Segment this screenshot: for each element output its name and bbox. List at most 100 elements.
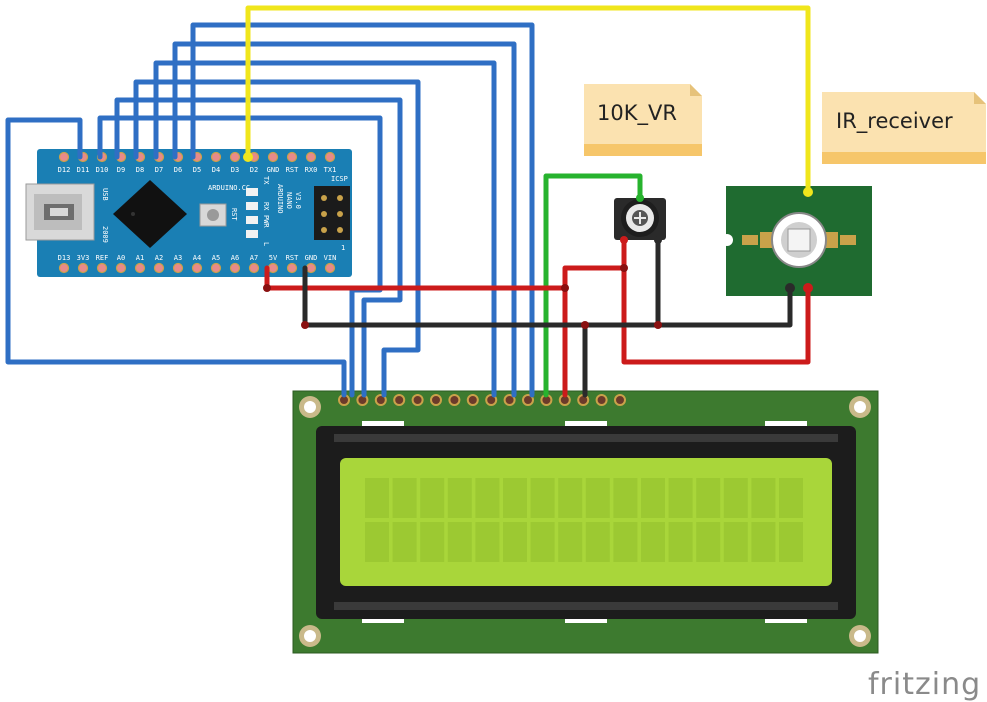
led-rx-label: RX <box>262 202 270 211</box>
lcd-char-cell <box>503 522 527 562</box>
lcd-char-cell <box>668 478 693 518</box>
nano-pin <box>77 262 89 274</box>
nano-pin-label: A4 <box>193 254 201 262</box>
pot-label-note: 10K_VR <box>584 84 702 156</box>
nano-pin <box>229 151 241 163</box>
nano-pin-label: D12 <box>58 166 71 174</box>
lcd-module <box>292 390 879 654</box>
blue-wires <box>5 22 535 398</box>
nano-pin-label: RST <box>286 166 299 174</box>
nano-pin-label: D11 <box>77 166 90 174</box>
lcd-char-cell <box>613 522 638 562</box>
nano-pin-label: RX0 <box>305 166 318 174</box>
ir-receiver-module <box>721 186 872 296</box>
nano-pin-label: D4 <box>212 166 220 174</box>
lcd-char-cell <box>723 522 748 562</box>
wires <box>5 5 813 398</box>
nano-pin-label: REF <box>96 254 109 262</box>
nano-pin <box>248 262 260 274</box>
nano-pin-label: D13 <box>58 254 71 262</box>
nano-pin-label: 5V <box>269 254 278 262</box>
usb-label: USB <box>101 188 109 201</box>
rst-label: RST <box>230 208 238 221</box>
nano-pin-label: A7 <box>250 254 258 262</box>
nano-pin <box>324 262 336 274</box>
nano-pin-label: A1 <box>136 254 144 262</box>
lcd-char-cell <box>723 478 748 518</box>
nano-pin <box>286 151 298 163</box>
nano-pin <box>286 262 298 274</box>
potentiometer <box>614 198 666 240</box>
led-pwr-label: PWR <box>262 215 270 228</box>
nano-pin <box>229 262 241 274</box>
lcd-header-pins <box>338 394 626 406</box>
lcd-pin <box>466 394 479 406</box>
lcd-pin <box>595 394 608 406</box>
nano-pin-label: D8 <box>136 166 144 174</box>
nano-pin-label: D3 <box>231 166 239 174</box>
usb-connector <box>25 183 95 241</box>
lcd-char-cell <box>779 522 803 562</box>
nano-pin <box>267 151 279 163</box>
lcd-char-cell <box>475 478 500 518</box>
nano-pin <box>172 262 184 274</box>
lcd-char-cell <box>447 522 472 562</box>
nano-pin <box>134 262 146 274</box>
status-leds <box>246 188 258 238</box>
fritzing-logo: fritzing <box>868 667 981 702</box>
lcd-char-cell <box>779 478 803 518</box>
nano-pin <box>305 262 317 274</box>
lcd-char-cell <box>558 522 583 562</box>
nano-pin-label: TX1 <box>324 166 337 174</box>
nano-pin <box>58 262 70 274</box>
nano-pin-label: D6 <box>174 166 182 174</box>
nano-pin-label: D5 <box>193 166 201 174</box>
lcd-pin <box>485 394 498 406</box>
lcd-char-cell <box>668 522 693 562</box>
lcd-pin <box>430 394 442 406</box>
led-tx-label: TX <box>262 176 270 185</box>
icsp-pin1-label: 1 <box>341 244 345 252</box>
nano-pin-label: A0 <box>117 254 125 262</box>
nano-pin-label: A3 <box>174 254 182 262</box>
lcd-pin <box>503 394 516 406</box>
yellow-wire <box>245 5 811 195</box>
lcd-char-cell <box>613 478 638 518</box>
lcd-char-cell <box>392 522 417 562</box>
lcd-pin <box>411 394 424 406</box>
nano-pin-label: VIN <box>324 254 337 262</box>
lcd-char-cell <box>641 522 665 562</box>
board-name-1: ARDUINO <box>276 184 284 214</box>
lcd-pin <box>374 394 387 406</box>
lcd-pin <box>614 394 626 406</box>
nano-pin-label: D7 <box>155 166 163 174</box>
lcd-pin <box>448 394 461 406</box>
year-label: 2009 <box>101 226 109 243</box>
lcd-char-cell <box>558 478 583 518</box>
nano-pin-label: A5 <box>212 254 220 262</box>
nano-pin <box>191 262 203 274</box>
ir-label-note: IR_receiver <box>822 92 986 164</box>
lcd-char-cell <box>530 522 555 562</box>
nano-pin <box>210 262 222 274</box>
ir-label: IR_receiver <box>836 109 953 134</box>
mcu-chip <box>113 180 187 248</box>
lcd-char-cell <box>420 478 445 518</box>
lcd-char-cell <box>696 522 721 562</box>
lcd-char-cell <box>392 478 417 518</box>
icsp-label: ICSP <box>331 175 348 183</box>
lcd-char-cell <box>696 478 721 518</box>
led-l-label: L <box>262 242 270 246</box>
lcd-pin <box>522 394 534 406</box>
lcd-character-grid <box>365 478 803 562</box>
nano-pin-label: D2 <box>250 166 258 174</box>
lcd-char-cell <box>420 522 445 562</box>
nano-pin-label: GND <box>305 254 318 262</box>
nano-pin-label: 3V3 <box>77 254 90 262</box>
nano-pin <box>96 262 108 274</box>
nano-pin-label: A6 <box>231 254 239 262</box>
nano-pin <box>58 151 70 163</box>
